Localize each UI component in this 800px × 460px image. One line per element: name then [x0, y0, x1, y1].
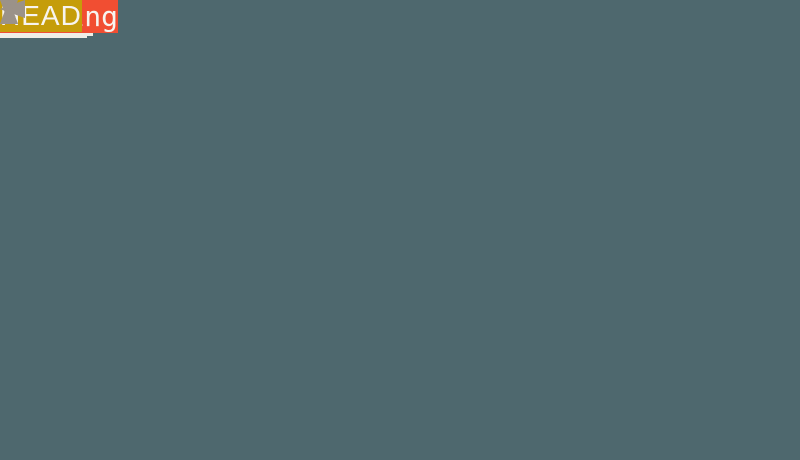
- arrow-head-to-testing-arrowhead-icon: [0, 0, 18, 24]
